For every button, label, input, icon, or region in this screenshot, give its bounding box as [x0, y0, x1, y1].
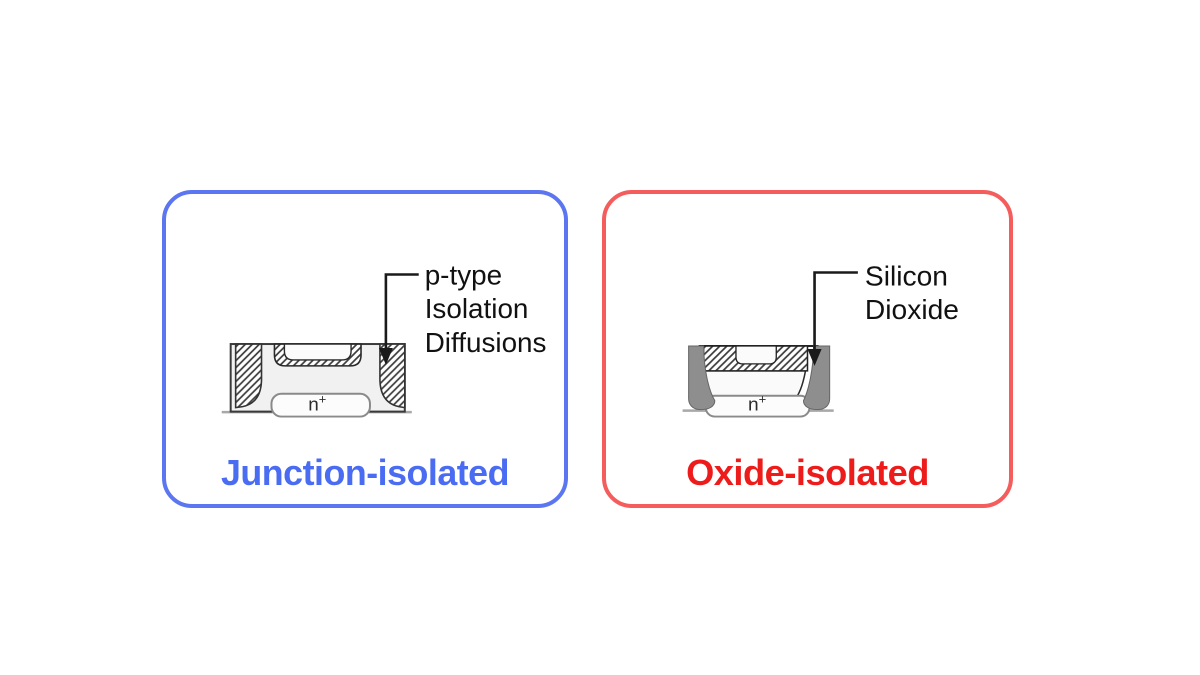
nplus-base: n	[308, 395, 319, 416]
emitter-region	[283, 343, 352, 361]
buried-layer-label: n+	[308, 392, 326, 416]
junction-isolated-diagram: n+ p-type Isolation Diffusions Junction-…	[221, 259, 547, 493]
buried-layer-bar	[270, 392, 371, 418]
p-isolation-diffusion-left	[234, 343, 263, 409]
oxide-isolated-panel: n+ Silicon Dioxide Oxide-isolated	[602, 190, 1013, 508]
panel-title: Oxide-isolated	[686, 452, 929, 493]
callout-elbow-line	[813, 271, 858, 352]
callout-label-line-2: Dioxide	[865, 294, 959, 325]
callout-arrowhead-icon	[807, 349, 822, 366]
nplus-superscript: +	[759, 392, 767, 407]
nplus-superscript: +	[319, 392, 327, 407]
nplus-base: n	[748, 395, 759, 416]
panel-title: Junction-isolated	[221, 453, 509, 493]
buried-layer-label: n+	[748, 392, 766, 416]
callout-label-line-1: Silicon	[865, 261, 948, 292]
oxide-trench-left	[688, 345, 716, 411]
callout-label-line-2: Isolation	[425, 293, 529, 324]
device-body	[702, 370, 807, 397]
callout-elbow-line	[384, 273, 419, 351]
junction-isolated-panel: n+ p-type Isolation Diffusions Junction-…	[162, 190, 568, 508]
oxide-trench-right	[802, 345, 831, 411]
callout-label-line-1: p-type	[425, 259, 502, 290]
emitter-region	[735, 345, 777, 365]
oxide-isolated-diagram: n+ Silicon Dioxide Oxide-isolated	[682, 261, 959, 493]
callout-label-line-3: Diffusions	[425, 327, 547, 358]
callout-arrowhead-icon	[378, 348, 393, 365]
